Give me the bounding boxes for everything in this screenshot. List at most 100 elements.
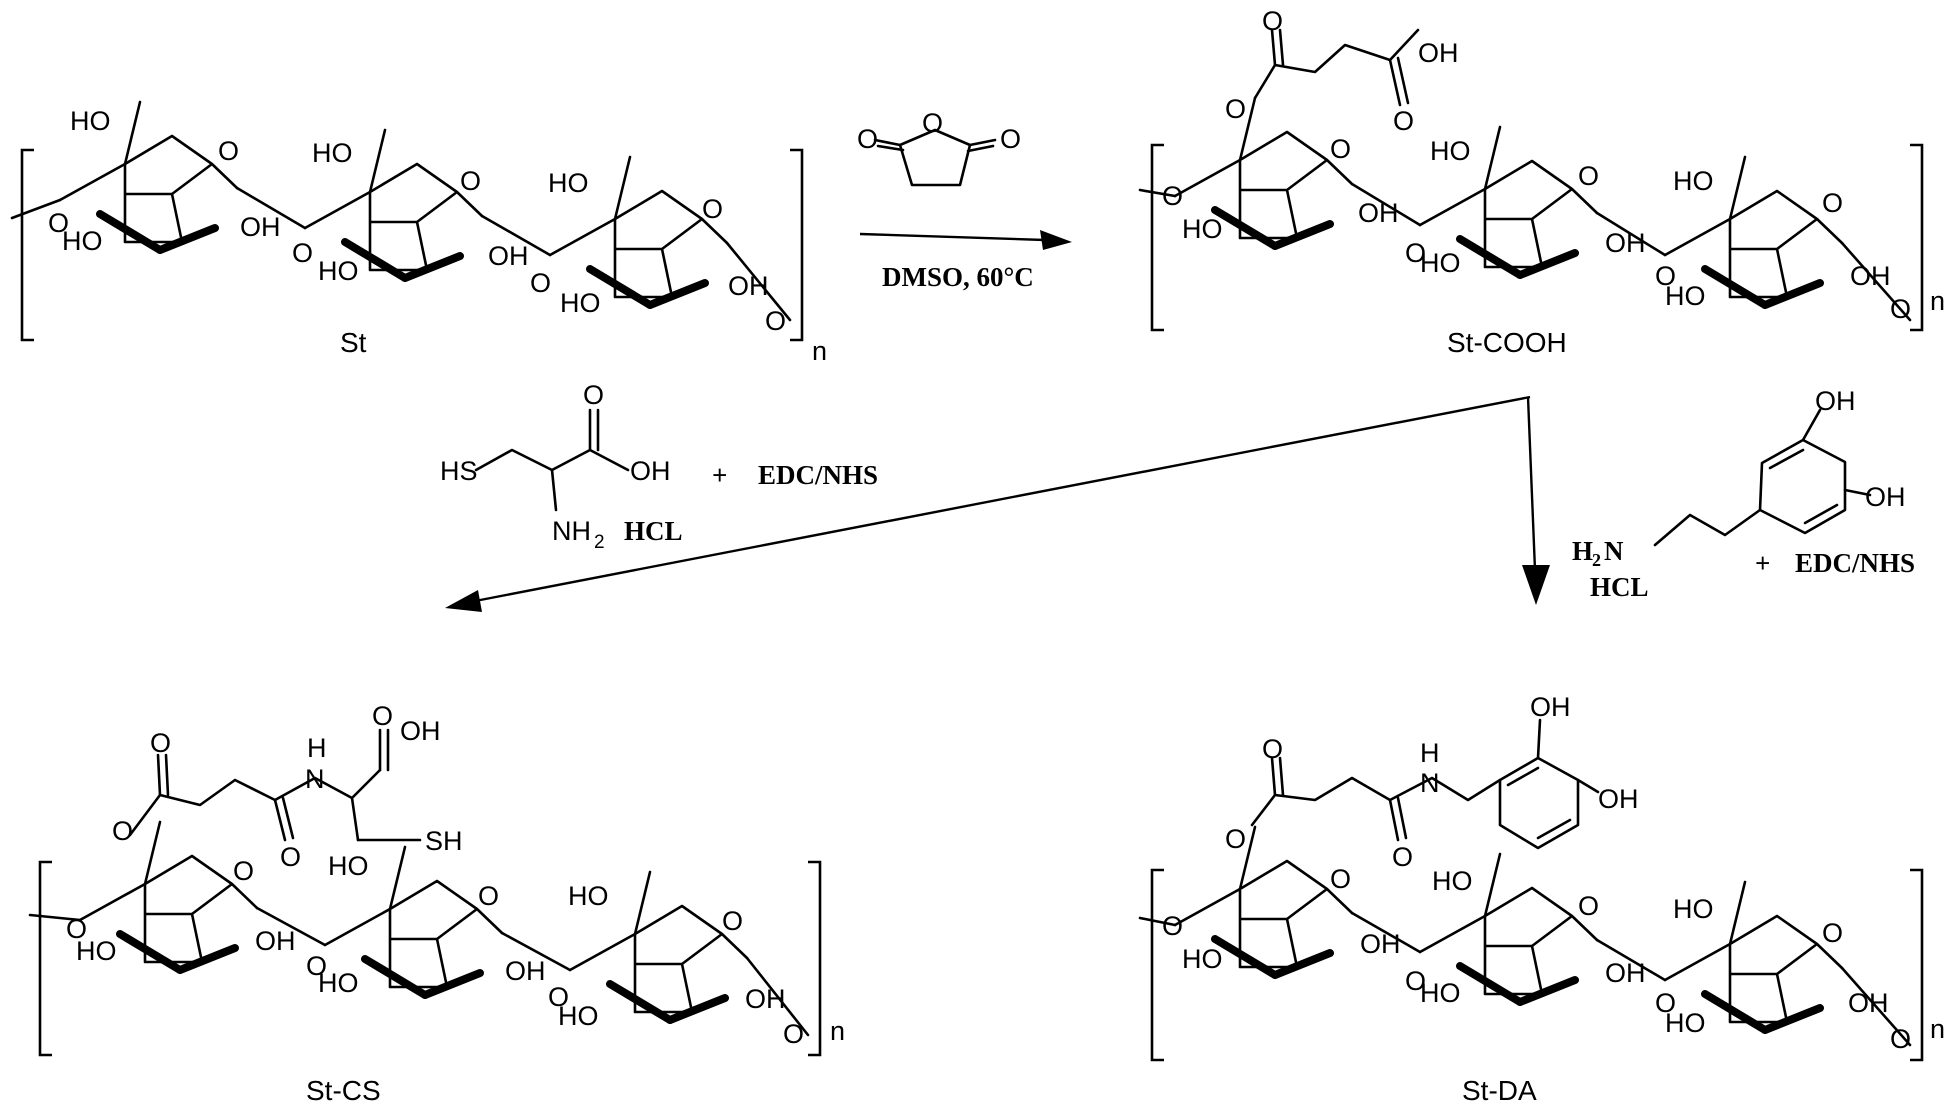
st-o-ring-2: O — [460, 166, 481, 196]
st-da-carbonyl-o-2: O — [1392, 842, 1413, 872]
st-da-amide-h: H — [1420, 738, 1440, 768]
arrow-to-st-cs — [445, 395, 1531, 612]
st-cooh-oh-2: OH — [1605, 228, 1646, 258]
st-cooh-ho-1: HO — [1182, 214, 1223, 244]
st-cs-oh-3: OH — [745, 984, 786, 1014]
st-da-label: St-DA — [1462, 1075, 1537, 1106]
st-cooh-ester-o: O — [1225, 94, 1246, 124]
st-structure: HO O O HO OH O HO O HO OH O HO O HO OH O… — [10, 102, 827, 366]
dopamine-oh-2: OH — [1865, 482, 1906, 512]
dopamine-reagent: OH OH H 2 N HCL — [1572, 386, 1906, 602]
st-cs-amide-n: N — [305, 764, 325, 794]
st-cs-n-subscript: n — [830, 1016, 845, 1046]
st-da-amide-n: N — [1420, 768, 1440, 798]
st-cs-ho-1: HO — [76, 936, 117, 966]
st-cooh-oh-1: OH — [1358, 198, 1399, 228]
cysteine-carbonyl-o: O — [583, 380, 604, 410]
st-cs-ho-3: HO — [318, 968, 359, 998]
st-oh-1: OH — [240, 212, 281, 242]
st-o-ring-1: O — [218, 136, 239, 166]
cysteine-hcl: HCL — [624, 516, 683, 546]
st-cs-o-link-3: O — [783, 1019, 804, 1049]
cysteine-hs: HS — [440, 456, 478, 486]
st-cs-o-ring-3: O — [722, 906, 743, 936]
st-cs-carbonyl-o-1: O — [150, 728, 171, 758]
st-cs-carbonyl-o-2: O — [280, 842, 301, 872]
st-ho-4: HO — [318, 256, 359, 286]
st-cooh-carbonyl-o-1: O — [1262, 6, 1283, 36]
step-1-conditions: DMSO, 60°C — [882, 262, 1034, 292]
st-da-carbonyl-o-1: O — [1262, 734, 1283, 764]
st-cs-amide-h: H — [307, 733, 327, 763]
succinic-anhydride: O O O — [857, 108, 1021, 187]
st-da-oh-2: OH — [1605, 958, 1646, 988]
st-da-oh-1: OH — [1360, 929, 1401, 959]
st-cs-ho-4: HO — [568, 881, 609, 911]
st-label: St — [340, 327, 367, 358]
st-cs-ho-5: HO — [558, 1001, 599, 1031]
st-cooh-o-link-3: O — [1890, 294, 1911, 324]
st-cs-oh-1: OH — [255, 926, 296, 956]
st-o-link-0: O — [48, 208, 69, 238]
st-cs-acid-o: O — [372, 701, 393, 731]
st-cs-label: St-CS — [306, 1075, 381, 1106]
st-cooh-ho-5: HO — [1665, 281, 1706, 311]
st-da-ho-4: HO — [1673, 894, 1714, 924]
st-da-oh-3: OH — [1848, 988, 1889, 1018]
st-cooh-n-subscript: n — [1930, 286, 1945, 316]
st-da-catechol-oh-2: OH — [1598, 784, 1639, 814]
st-cooh-o-link-2: O — [1655, 261, 1676, 291]
st-da-o-ring-3: O — [1822, 918, 1843, 948]
st-da-structure: O O H N OH OH O O O HO OH O HO O HO OH O… — [1138, 692, 1945, 1062]
dopamine-edc-nhs: EDC/NHS — [1795, 548, 1915, 578]
cysteine-edc-nhs: EDC/NHS — [758, 460, 878, 490]
st-cooh-ho-4: HO — [1673, 166, 1714, 196]
dopamine-h2n-n: N — [1604, 536, 1624, 566]
st-da-catechol-oh-1: OH — [1530, 692, 1571, 722]
st-ho-3: HO — [312, 138, 353, 168]
st-o-link-3: O — [765, 306, 786, 336]
st-da-ester-o: O — [1225, 824, 1246, 854]
st-cs-acid-oh: OH — [400, 716, 441, 746]
anhydride-ring-o: O — [922, 108, 943, 138]
st-ho-2: HO — [62, 226, 103, 256]
plus-sign-1: + — [712, 460, 727, 490]
cysteine-reagent: HS O OH NH 2 HCL — [440, 380, 683, 553]
st-cs-ho-2: HO — [328, 851, 369, 881]
arrow-to-st-da — [1522, 396, 1550, 605]
dopamine-oh-1: OH — [1815, 386, 1856, 416]
dopamine-hcl: HCL — [1590, 572, 1649, 602]
st-da-o-link-2: O — [1655, 988, 1676, 1018]
st-oh-3: OH — [728, 271, 769, 301]
st-cs-oh-2: OH — [505, 956, 546, 986]
st-da-o-ring-1: O — [1330, 864, 1351, 894]
st-cooh-carbonyl-o-2: O — [1393, 106, 1414, 136]
st-cs-o-link-2: O — [548, 982, 569, 1012]
st-da-o-link-0: O — [1162, 911, 1183, 941]
st-cooh-ho-3: HO — [1420, 248, 1461, 278]
st-n-subscript: n — [812, 336, 827, 366]
st-ho-1: HO — [70, 106, 111, 136]
st-cs-o-link-0: O — [66, 914, 87, 944]
cysteine-nh-subscript: 2 — [594, 532, 605, 553]
st-cs-sh: SH — [425, 826, 463, 856]
st-cooh-label: St-COOH — [1447, 327, 1567, 358]
st-da-o-ring-2: O — [1578, 891, 1599, 921]
st-da-ho-1: HO — [1182, 944, 1223, 974]
st-cooh-ho-2: HO — [1430, 136, 1471, 166]
st-cs-ester-o: O — [112, 816, 133, 846]
st-da-ho-3: HO — [1420, 978, 1461, 1008]
st-cooh-structure: O OH O O O O HO OH O HO O HO OH O HO O H… — [1138, 6, 1945, 332]
st-da-o-link-1: O — [1405, 966, 1426, 996]
st-cs-structure: O O H N O OH SH O O O HO OH O HO O HO OH… — [28, 701, 845, 1057]
plus-sign-2: + — [1755, 548, 1770, 578]
anhydride-o-right: O — [1000, 124, 1021, 154]
st-cs-o-ring-1: O — [233, 856, 254, 886]
st-cs-o-ring-2: O — [478, 881, 499, 911]
st-cooh-o-ring-3: O — [1822, 188, 1843, 218]
st-da-ho-5: HO — [1665, 1008, 1706, 1038]
dopamine-h2n-h: H — [1572, 536, 1593, 566]
st-cooh-o-ring-2: O — [1578, 161, 1599, 191]
st-oh-2: OH — [488, 241, 529, 271]
